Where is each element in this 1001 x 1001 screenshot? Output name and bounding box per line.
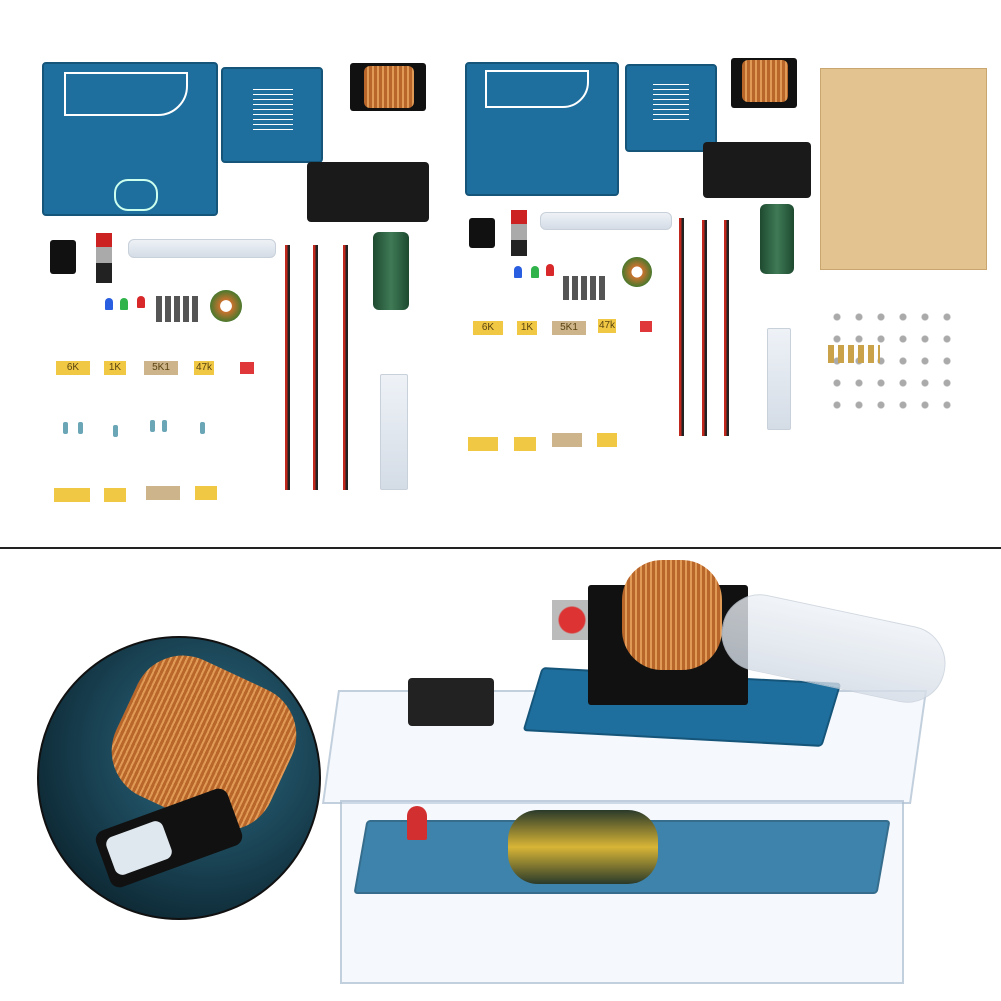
tape [146,486,180,500]
rocker-switch [50,240,76,274]
resistor [162,420,167,432]
tape [195,486,217,500]
toroid-inductor [210,290,242,322]
coil [742,60,788,102]
resistor [63,422,68,434]
electrolytic-capacitor [508,810,658,884]
resistor [78,422,83,434]
led-blue [514,266,522,278]
diodes [563,276,605,300]
capacitor [760,204,794,274]
resistor [200,422,205,434]
coil [364,66,414,108]
rocker-switch [408,678,494,726]
resistor [113,425,118,437]
coil-closeup-inset [37,636,321,920]
push-button [511,210,527,256]
rocker-switch [469,218,495,248]
coil-pcb [625,64,717,152]
resistor-label: 6K [56,361,90,375]
wire [285,245,290,490]
wire [679,218,684,436]
led-green [120,298,128,310]
resistor [150,420,155,432]
glass-tube [128,239,276,258]
wire [343,245,348,490]
tape [54,488,90,502]
resistor-label: 1K [517,321,537,335]
coil-pcb [221,67,323,163]
red-capacitor [640,321,652,332]
resistor-label: 1K [104,361,126,375]
battery-holder [307,162,429,222]
toroid-inductor [622,257,652,287]
push-button [96,233,112,283]
main-pcb [42,62,218,216]
divider [0,547,1001,549]
led-blue [105,298,113,310]
resistor-label: 5K1 [552,321,586,335]
wire [724,220,729,436]
heat-shrink [380,374,408,490]
glass-tube [540,212,672,230]
capacitor [373,232,409,310]
tape [468,437,498,451]
battery-holder [703,142,811,198]
wire [313,245,318,490]
red-led [407,806,427,840]
resistor-label: 5K1 [144,361,178,375]
coil [622,560,722,670]
resistor-label: 6K [473,321,503,335]
resistor-label: 47k [194,361,214,375]
main-pcb [465,62,619,196]
led-green [531,266,539,278]
tape [104,488,126,502]
acrylic-panels [820,68,987,270]
led-red [137,296,145,308]
heat-shrink [767,328,791,430]
wire [702,220,707,436]
push-button [552,600,592,640]
tape [514,437,536,451]
diodes [156,296,200,322]
tape [552,433,582,447]
resistor-label: 47k [598,319,616,333]
red-capacitor [240,362,254,374]
brass-standoffs [828,345,880,363]
tape [597,433,617,447]
led-red [546,264,554,276]
